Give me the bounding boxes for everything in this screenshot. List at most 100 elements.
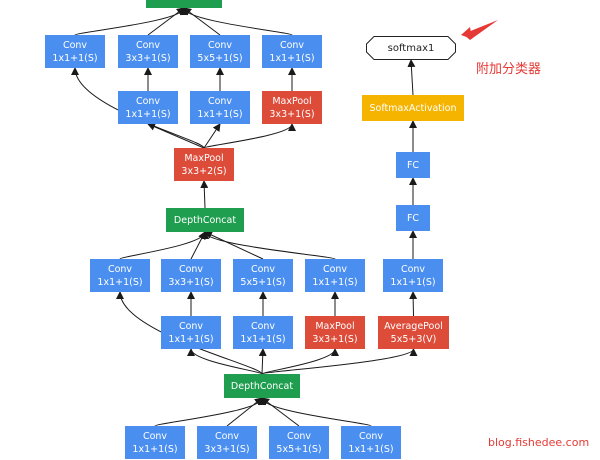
- softmax-activation-node: SoftmaxActivation: [362, 95, 464, 121]
- node-type-label: Conv: [142, 430, 168, 442]
- node-type-label: FC: [406, 159, 420, 171]
- octagon-shape: [366, 36, 456, 60]
- fc-node: FC: [396, 205, 430, 231]
- conv-node: Conv 1x1+1(S): [233, 316, 293, 349]
- node-type-label: MaxPool: [184, 152, 224, 164]
- conv-node: Conv 1x1+1(S): [90, 259, 150, 292]
- depth-concat-node: DepthConcat: [224, 374, 300, 398]
- node-param-label: 3x3+2(S): [181, 165, 227, 177]
- node-type-label: softmax1: [387, 42, 435, 54]
- node-type-label: Conv: [400, 263, 426, 275]
- node-type-label: MaxPool: [315, 320, 355, 332]
- average-pool-node: AveragePool 5x5+3(V): [378, 316, 449, 349]
- node-type-label: SoftmaxActivation: [369, 102, 457, 114]
- conv-node: Conv 1x1+1(S): [305, 259, 365, 292]
- node-type-label: Conv: [286, 430, 312, 442]
- edge-arrow: [203, 123, 221, 149]
- edge-arrow: [261, 397, 300, 427]
- conv-node: Conv 3x3+1(S): [197, 426, 257, 459]
- edge-arrow: [409, 291, 418, 317]
- watermark: blog.fishedee.com: [488, 436, 590, 449]
- conv-node: Conv 3x3+1(S): [118, 35, 178, 68]
- node-param-label: 5x5+1(S): [276, 443, 322, 455]
- edge-arrow: [261, 348, 418, 375]
- node-param-label: 1x1+1(S): [168, 333, 214, 345]
- edge-arrow: [226, 397, 263, 427]
- node-type-label: Conv: [107, 263, 133, 275]
- conv-node: Conv 5x5+1(S): [233, 259, 293, 292]
- depth-concat-top: [146, 0, 222, 8]
- conv-node: Conv 1x1+1(S): [262, 35, 322, 68]
- node-type-label: Conv: [62, 39, 88, 51]
- node-param-label: 5x5+3(V): [390, 333, 437, 345]
- node-type-label: Conv: [207, 95, 233, 107]
- node-type-label: FC: [406, 212, 420, 224]
- node-param-label: 5x5+1(S): [240, 276, 286, 288]
- node-type-label: Conv: [135, 39, 161, 51]
- node-type-label: AveragePool: [384, 320, 443, 332]
- node-param-label: 1x1+1(S): [97, 276, 143, 288]
- node-type-label: Conv: [178, 320, 204, 332]
- node-type-label: Conv: [322, 263, 348, 275]
- node-type-label: Conv: [358, 430, 384, 442]
- edge-arrow: [147, 7, 185, 36]
- node-param-label: 3x3+1(S): [168, 276, 214, 288]
- node-param-label: 1x1+1(S): [312, 276, 358, 288]
- node-param-label: 1x1+1(S): [240, 333, 286, 345]
- maxpool-node: MaxPool 3x3+1(S): [305, 316, 365, 349]
- depth-concat-node: DepthConcat: [166, 208, 244, 232]
- conv-node: Conv 1x1+1(S): [125, 426, 185, 459]
- edge-arrow: [258, 397, 372, 427]
- node-type-label: DepthConcat: [173, 214, 237, 226]
- node-param-label: 1x1+1(S): [197, 108, 243, 120]
- node-param-label: 1x1+1(S): [125, 108, 171, 120]
- auxiliary-classifier-annotation: 附加分类器: [476, 62, 542, 77]
- node-param-label: 3x3+1(S): [125, 52, 171, 64]
- node-param-label: 3x3+1(S): [269, 108, 315, 120]
- edge-arrow: [258, 348, 267, 375]
- node-type-label: Conv: [250, 320, 276, 332]
- conv-node: Conv 5x5+1(S): [269, 426, 329, 459]
- node-type-label: DepthConcat: [230, 380, 294, 392]
- conv-node: Conv 5x5+1(S): [190, 35, 250, 68]
- conv-node: Conv 3x3+1(S): [161, 259, 221, 292]
- edge-arrow: [183, 7, 221, 36]
- edge-arrow: [204, 231, 264, 260]
- node-param-label: 3x3+1(S): [312, 333, 358, 345]
- edge-arrow: [180, 7, 293, 36]
- node-type-label: Conv: [250, 263, 276, 275]
- edge-arrow: [203, 123, 296, 149]
- conv-node: Conv 1x1+1(S): [45, 35, 105, 68]
- node-param-label: 1x1+1(S): [52, 52, 98, 64]
- maxpool-node: MaxPool 3x3+1(S): [262, 91, 322, 124]
- node-param-label: 1x1+1(S): [132, 443, 178, 455]
- node-type-label: MaxPool: [272, 95, 312, 107]
- node-param-label: 1x1+1(S): [269, 52, 315, 64]
- node-type-label: Conv: [214, 430, 240, 442]
- node-type-label: Conv: [135, 95, 161, 107]
- conv-node: Conv 1x1+1(S): [383, 259, 443, 292]
- edge-arrow: [187, 348, 263, 375]
- node-param-label: 5x5+1(S): [197, 52, 243, 64]
- softmax-output-node: softmax1: [366, 36, 456, 60]
- conv-node: Conv 1x1+1(S): [118, 91, 178, 124]
- node-type-label: Conv: [279, 39, 305, 51]
- conv-node: Conv 1x1+1(S): [341, 426, 401, 459]
- conv-node: Conv 1x1+1(S): [190, 91, 250, 124]
- conv-node: Conv 1x1+1(S): [161, 316, 221, 349]
- node-type-label: Conv: [207, 39, 233, 51]
- edge-arrow: [147, 123, 205, 149]
- edge-arrow: [201, 231, 336, 260]
- edge-arrow: [407, 59, 416, 96]
- edge-arrow: [261, 348, 339, 375]
- node-type-label: Conv: [178, 263, 204, 275]
- node-param-label: 1x1+1(S): [348, 443, 394, 455]
- node-param-label: 1x1+1(S): [390, 276, 436, 288]
- maxpool-node: MaxPool 3x3+2(S): [174, 148, 234, 181]
- edge-arrow: [200, 180, 209, 209]
- fc-node: FC: [396, 152, 430, 178]
- node-param-label: 3x3+1(S): [204, 443, 250, 455]
